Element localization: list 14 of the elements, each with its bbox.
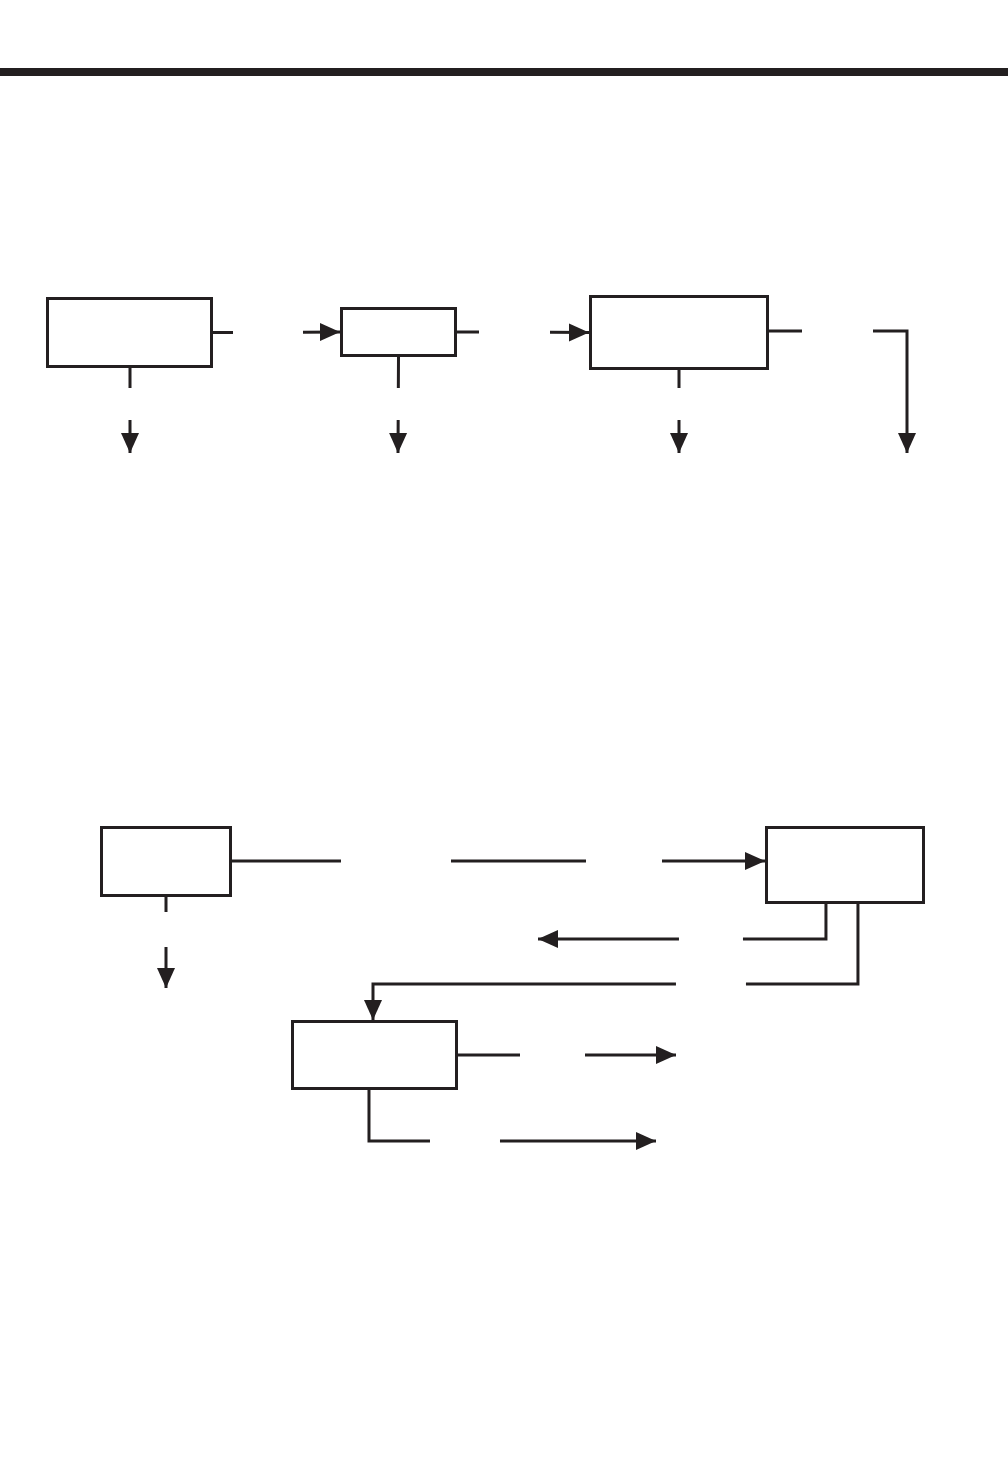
arrow (157, 897, 175, 988)
arrow (121, 368, 139, 453)
arrow (389, 357, 408, 453)
arrow (232, 852, 765, 870)
empty-box (589, 295, 769, 370)
empty-box (100, 826, 232, 897)
arrow (670, 370, 688, 453)
empty-box (765, 826, 925, 904)
arrow (458, 1046, 676, 1064)
empty-box (340, 307, 457, 357)
empty-box (291, 1020, 458, 1090)
empty-box (46, 297, 213, 368)
arrow (364, 904, 860, 1020)
arrow (457, 323, 589, 342)
